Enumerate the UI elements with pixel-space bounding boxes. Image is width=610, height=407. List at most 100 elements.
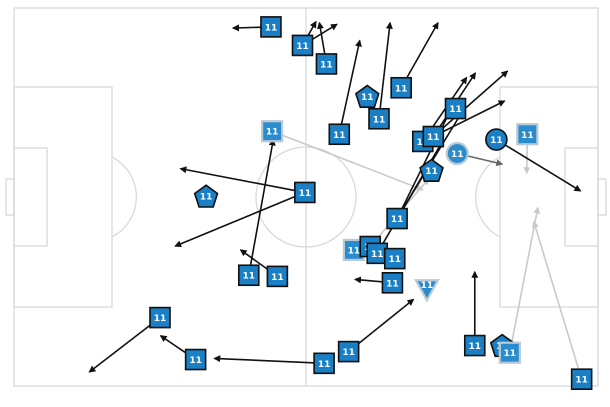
marker-label: 11: [421, 281, 434, 291]
pass-arrow: [396, 102, 455, 219]
marker-label: 11: [266, 128, 279, 138]
marker-label: 11: [391, 215, 404, 225]
marker-square: [386, 207, 408, 230]
marker-label: 11: [490, 136, 503, 146]
pass-arrow: [376, 140, 444, 254]
player-marker: 11: [570, 368, 593, 390]
marker-label: 11: [427, 133, 440, 143]
marker-square: [422, 125, 445, 148]
marker-label: 11: [299, 189, 312, 199]
player-marker: 11: [149, 306, 171, 329]
pass-arrow: [432, 70, 509, 138]
pass-arrow: [378, 21, 393, 119]
marker-square: [266, 265, 289, 288]
right-goal: [597, 178, 607, 216]
marker-square: [516, 123, 539, 146]
player-marker: 11: [237, 264, 260, 287]
marker-label: 11: [504, 349, 517, 359]
right-goal-area: [564, 147, 599, 247]
marker-label: 11: [320, 60, 333, 70]
player-marker: 11: [498, 341, 521, 364]
left-penalty-area: [13, 86, 113, 308]
pass-arrow: [247, 138, 276, 276]
player-marker: 11: [291, 34, 314, 57]
marker-square: [337, 340, 360, 363]
player-marker: 11: [463, 334, 486, 357]
marker-label: 11: [189, 356, 202, 366]
player-marker: 11: [354, 84, 380, 108]
marker-label: 11: [243, 272, 256, 282]
centre-circle: [255, 146, 357, 248]
marker-label: 11: [200, 193, 213, 203]
marker-pentagon: [354, 84, 380, 108]
player-marker: 11: [266, 265, 289, 288]
marker-square: [260, 16, 282, 38]
player-marker: 11: [193, 184, 219, 208]
marker-label: 11: [154, 314, 167, 324]
player-marker: 11: [184, 348, 207, 371]
pass-arrow: [432, 100, 506, 138]
marker-square: [498, 341, 521, 364]
player-marker: 11: [315, 53, 338, 75]
player-marker: 11: [386, 207, 408, 230]
player-marker: 11: [294, 181, 316, 204]
marker-square: [261, 120, 284, 143]
marker-label: 11: [425, 167, 438, 177]
marker-label: 11: [342, 348, 355, 358]
marker-label: 11: [451, 150, 464, 160]
player-marker: 11: [328, 123, 351, 146]
marker-label: 11: [386, 279, 399, 289]
marker-label: 11: [333, 131, 346, 141]
marker-label: 11: [265, 23, 278, 33]
marker-square: [444, 97, 467, 120]
player-marker: 11: [368, 107, 390, 130]
player-marker: 11: [414, 279, 440, 303]
marker-circle: [445, 141, 469, 166]
marker-square: [184, 348, 207, 371]
marker-square: [237, 264, 260, 287]
left-goal: [5, 178, 15, 216]
pass-arrow: [179, 166, 305, 194]
player-marker: 11: [485, 128, 508, 151]
marker-square: [294, 181, 316, 204]
player-marker: 11: [381, 272, 404, 294]
marker-label: 11: [469, 342, 482, 352]
marker-label: 11: [373, 115, 386, 125]
pass-arrow: [532, 220, 583, 380]
player-marker: 11: [366, 242, 389, 265]
pass-arrow: [271, 130, 424, 191]
pass-arrow: [174, 191, 306, 248]
pass-arrow: [495, 138, 582, 192]
marker-label: 11: [389, 255, 402, 265]
pass-arrow: [88, 316, 161, 373]
player-marker: 11: [444, 97, 467, 120]
pass-arrow: [213, 355, 325, 365]
player-marker: 11: [260, 16, 282, 38]
marker-label: 11: [371, 250, 384, 260]
pass-arrow: [400, 21, 439, 89]
marker-label: 11: [318, 360, 331, 370]
player-marker: 11: [261, 120, 284, 143]
pass-arrow: [338, 39, 362, 135]
pass-arrow: [348, 298, 415, 353]
marker-square: [315, 53, 338, 75]
player-marker: 11: [445, 141, 469, 166]
marker-pentagon: [193, 184, 219, 208]
marker-square: [463, 334, 486, 357]
player-marker: 11: [337, 340, 360, 363]
marker-square: [368, 107, 390, 130]
marker-square: [381, 272, 404, 294]
pass-arrow: [509, 206, 541, 353]
marker-label: 11: [271, 273, 284, 283]
player-markers: 11 11 11 11 11 11 11 11 11 11 11 11 11 11 11 11 11 11 11 11…: [149, 16, 593, 390]
marker-square: [328, 123, 351, 146]
marker-square: [149, 306, 171, 329]
marker-label: 11: [296, 42, 309, 52]
player-marker: 11: [516, 123, 539, 146]
marker-triangle: [414, 279, 440, 303]
marker-square: [313, 352, 335, 375]
marker-label: 11: [575, 376, 588, 386]
player-marker: 11: [419, 158, 444, 182]
